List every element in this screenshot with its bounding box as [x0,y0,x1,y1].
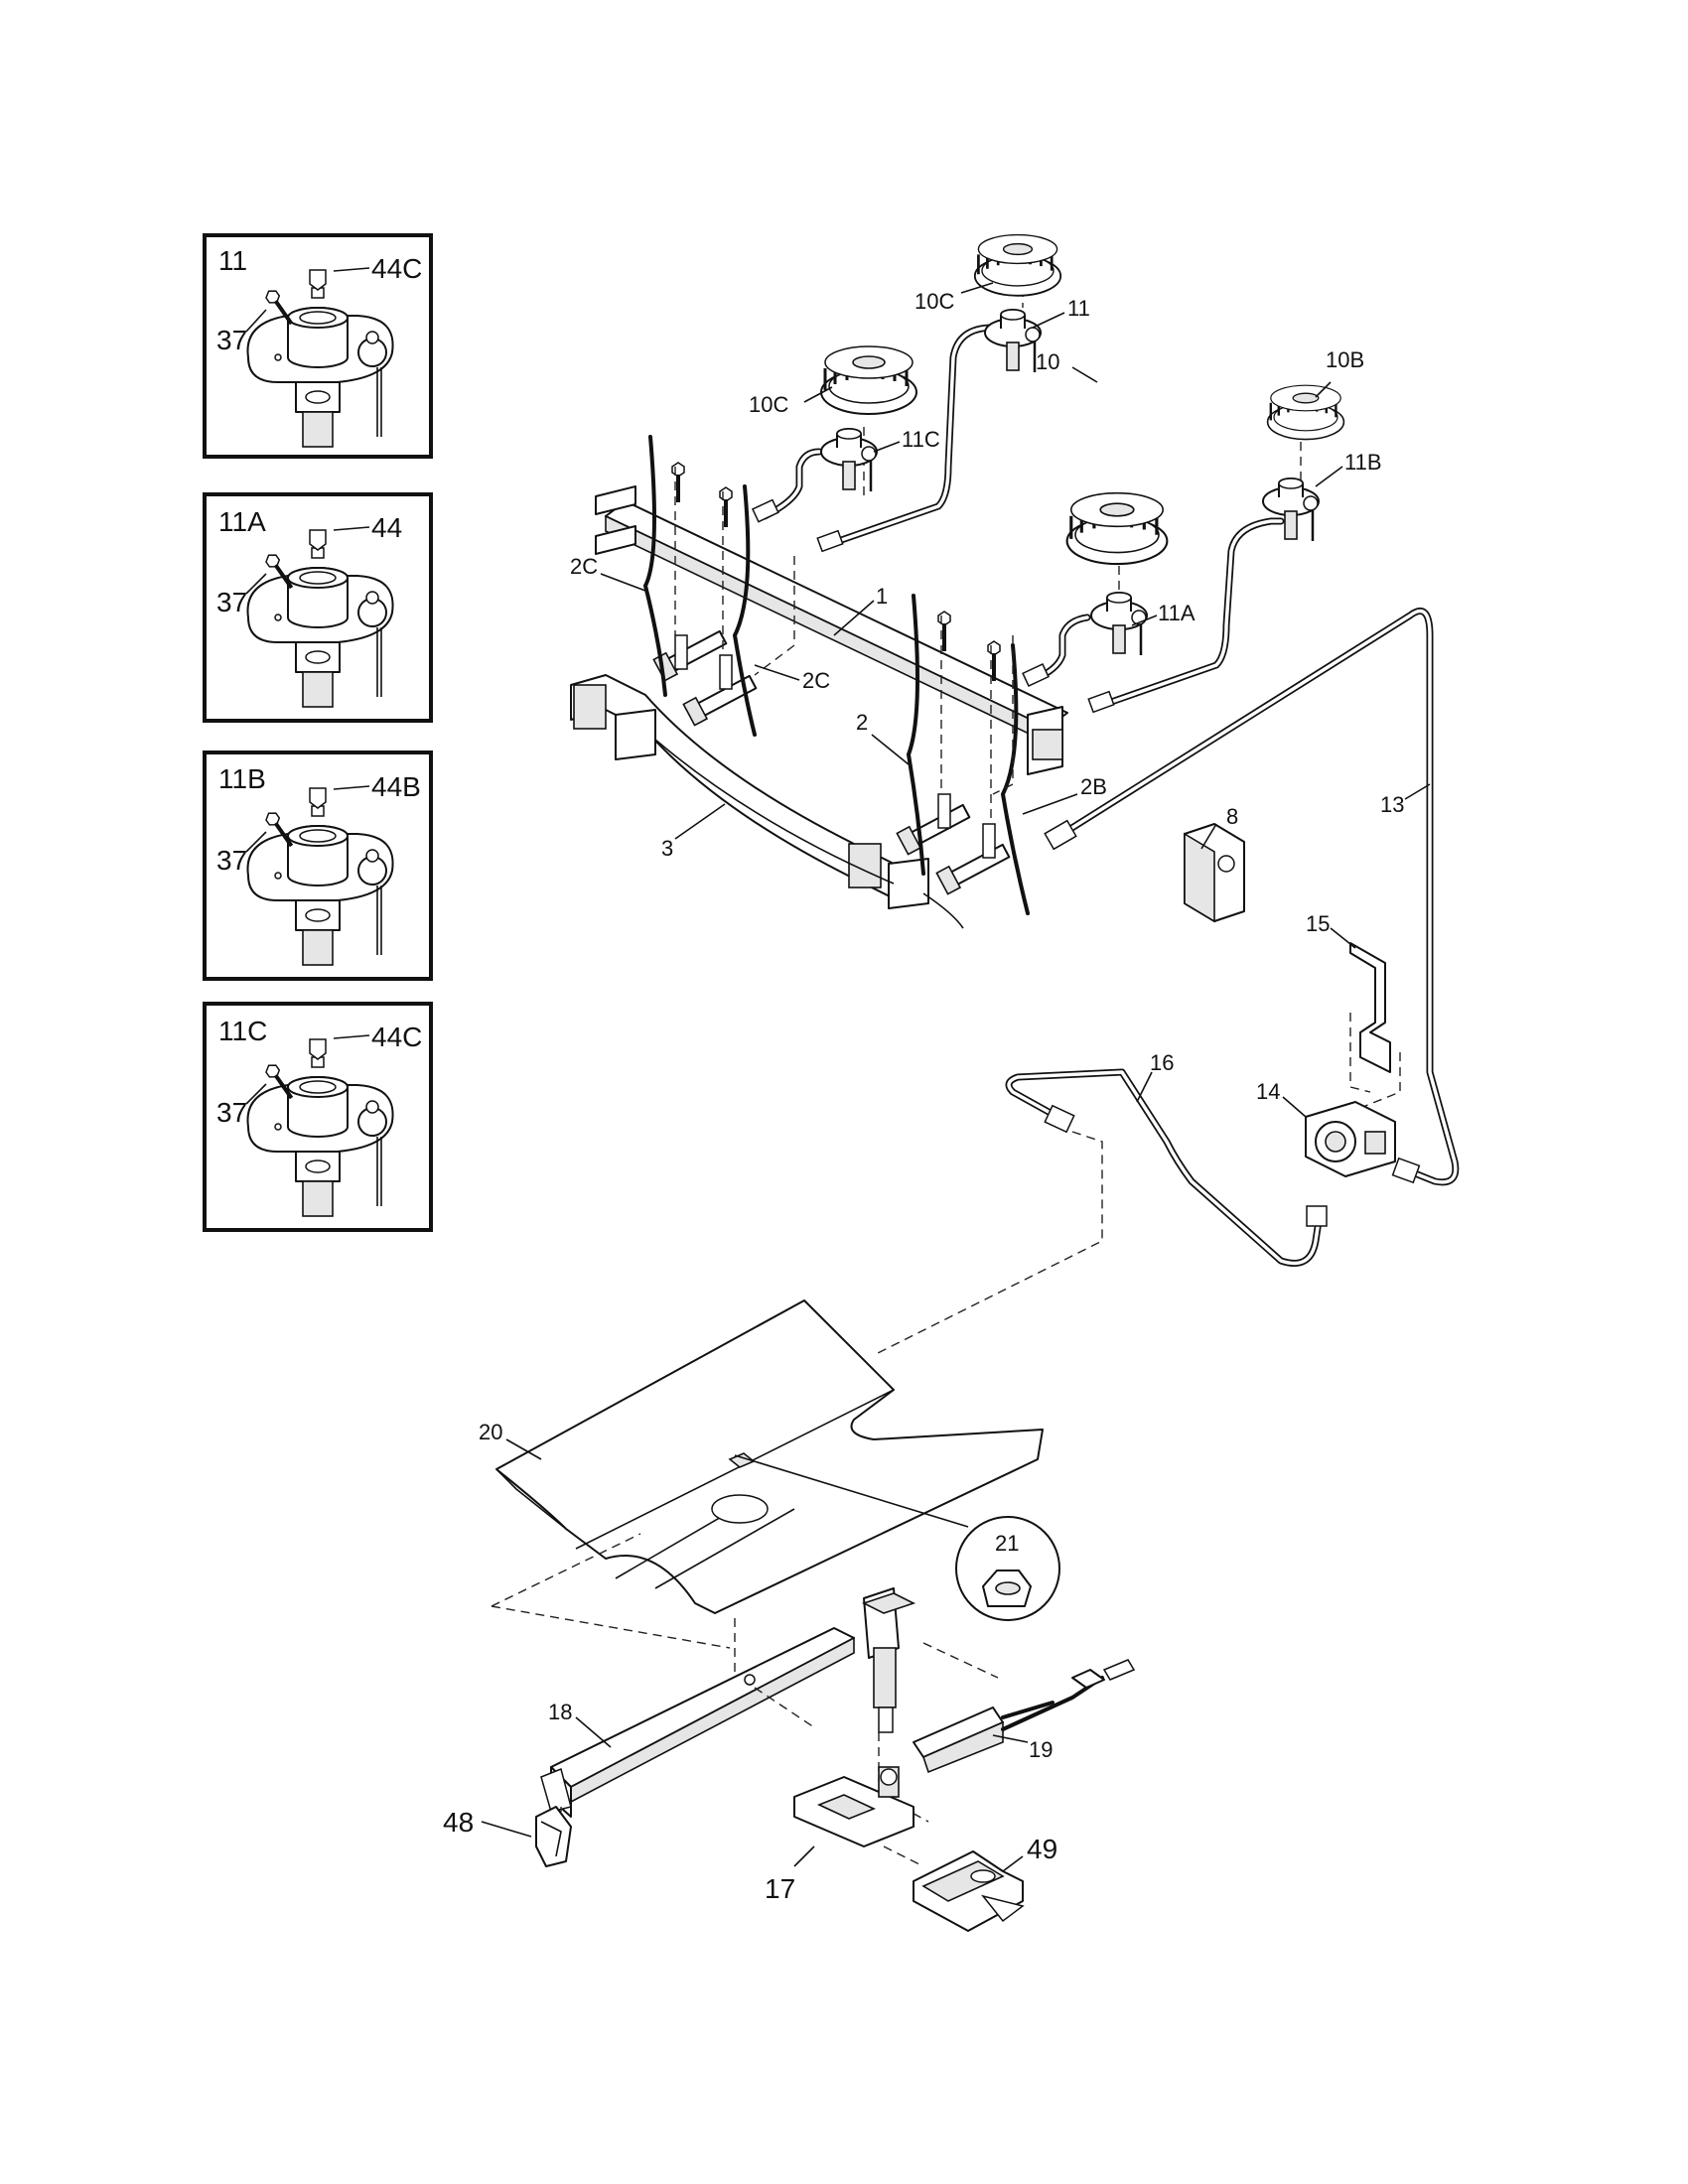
callout-11b: 11B [1344,450,1382,475]
leader-21 [734,1454,969,1528]
cap-label: 44C [371,1022,422,1052]
burner-head-10c-top [973,233,1062,298]
oven-valve [793,1766,914,1847]
gas-tubing-upper [761,324,1285,711]
oven-igniter [913,1659,1136,1774]
nut-detail-21 [955,1516,1060,1621]
bake-burner [540,1587,916,1818]
callout-10c-top: 10C [914,289,954,314]
callout-2: 2 [856,710,868,735]
burner-head-10 [1065,491,1169,566]
callout-11c: 11C [902,427,940,452]
screw-label: 37 [216,1097,247,1128]
ignition-wires [642,435,1030,915]
inset-11: 11 44C 37 [203,233,433,459]
regulator-bracket [1349,942,1401,1113]
callout-11a: 11A [1158,601,1196,625]
burner-head-10c-left [819,344,918,416]
inset-title: 11 [218,245,247,276]
inset-11c: 11C 44C 37 [203,1002,433,1232]
callout-leaders [481,282,1431,1872]
callout-8: 8 [1226,804,1238,829]
pressure-regulator [1305,1101,1396,1177]
manifold-bar [595,485,1068,775]
burner-head-10b [1266,384,1345,441]
callout-10b: 10B [1326,347,1364,372]
burner-valve-11 [983,308,1043,374]
inset-11a: 11A 44 37 [203,492,433,723]
burner-valve-11a [1089,591,1149,657]
valve-2c-left [652,629,728,682]
callout-14: 14 [1256,1079,1280,1104]
burner-valve-11b [1261,477,1321,543]
callout-13: 13 [1380,792,1404,817]
callout-19: 19 [1029,1737,1053,1762]
inset-title: 11B [218,763,266,794]
screw-label: 37 [216,845,247,876]
inset-title: 11A [218,506,266,537]
gas-tube-13 [1044,608,1460,1186]
burner-clip [535,1806,572,1867]
callout-16: 16 [1150,1050,1174,1075]
callout-2b: 2B [1080,774,1107,799]
valve-bracket [913,1850,1025,1932]
callout-49: 49 [1027,1834,1057,1864]
callout-10: 10 [1036,349,1059,374]
callout-3: 3 [661,836,673,861]
cap-label: 44 [371,512,402,543]
callout-2c-left: 2C [570,554,598,579]
callout-48: 48 [443,1807,474,1838]
screw-label: 37 [216,587,247,617]
callout-17: 17 [765,1873,795,1904]
burner-bracket [570,674,964,929]
callout-21: 21 [995,1531,1019,1556]
callout-15: 15 [1306,911,1330,936]
spark-module [1184,823,1245,923]
cap-label: 44B [371,771,421,802]
inset-title: 11C [218,1016,267,1046]
callout-18: 18 [548,1700,572,1724]
callout-2c-right: 2C [802,668,830,693]
gas-tube-16 [873,1068,1328,1356]
burner-valve-11c [819,427,879,493]
callout-11: 11 [1067,296,1090,321]
oven-baffle [495,1299,1044,1614]
screw-label: 37 [216,325,247,355]
callout-1: 1 [876,584,888,609]
valve-2c-right [682,654,758,727]
cap-label: 44C [371,253,422,284]
valve-2 [896,793,971,856]
inset-11b: 11B 44B 37 [203,751,433,981]
callout-20: 20 [479,1420,502,1444]
callout-labels: 1 2C 2C 2 2B 3 8 10 10B 10C 10C 11 11A 1… [443,289,1404,1904]
callout-10c-left: 10C [749,392,788,417]
valve-2b [935,823,1011,895]
